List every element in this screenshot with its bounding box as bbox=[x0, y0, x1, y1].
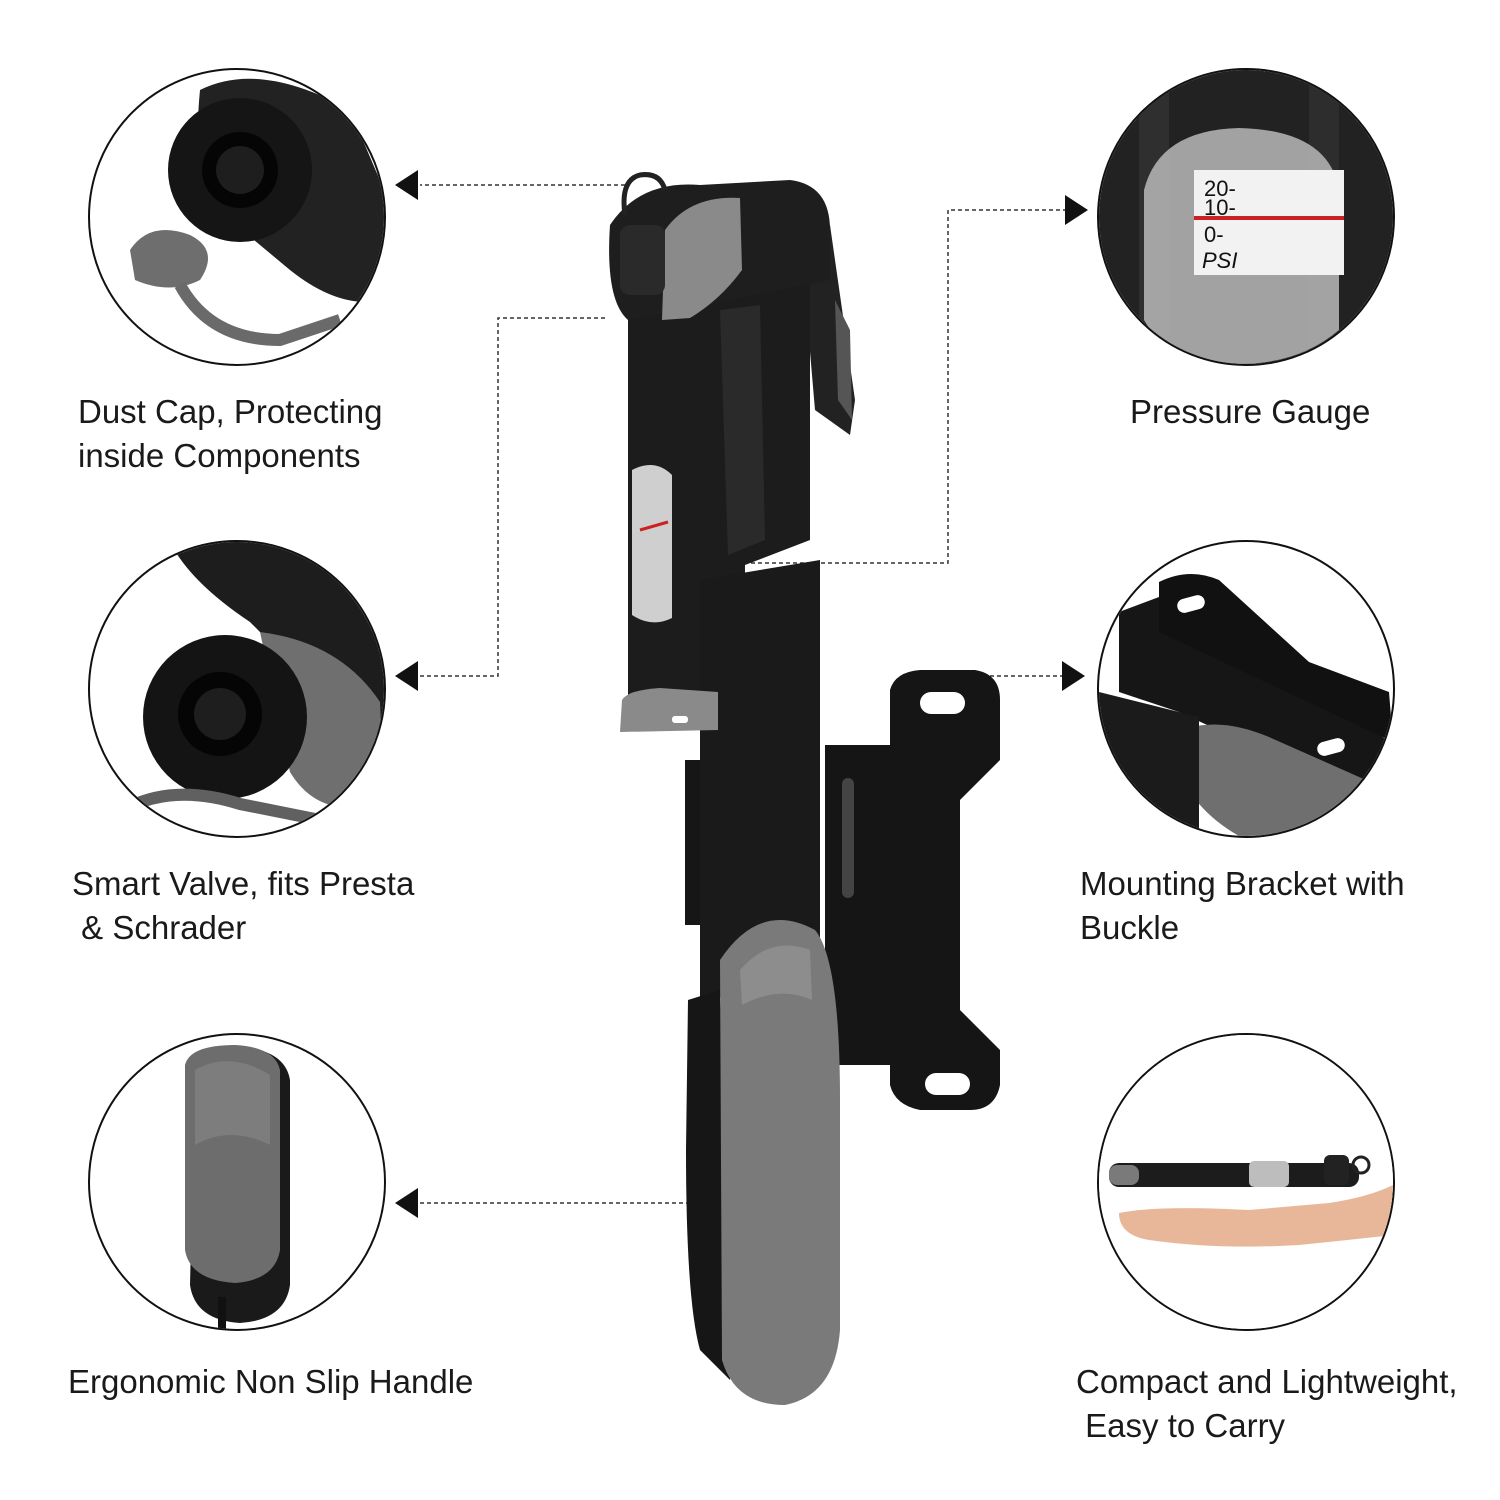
arrowhead-bracket bbox=[1062, 661, 1085, 691]
gauge-scale-10: 10- bbox=[1204, 195, 1236, 220]
gauge-scale-0: 0- bbox=[1204, 222, 1224, 247]
handle-caption: Ergonomic Non Slip Handle bbox=[68, 1360, 473, 1404]
dust-cap-caption: Dust Cap, Protecting inside Components bbox=[78, 390, 382, 478]
gauge-unit: PSI bbox=[1202, 248, 1237, 273]
pump-handle-base bbox=[686, 990, 730, 1380]
dust-cap-caption-line1: Dust Cap, Protecting bbox=[78, 393, 383, 430]
pressure-gauge-detail-circle: 20- 10- 0- PSI bbox=[1097, 68, 1395, 366]
bracket-detail-circle bbox=[1097, 540, 1395, 838]
pump-head-rubber bbox=[662, 197, 742, 320]
pump-end-cap bbox=[620, 688, 718, 732]
bracket-caption-line2: Buckle bbox=[1080, 909, 1180, 946]
smart-valve-detail-circle bbox=[88, 540, 386, 838]
gauge-scale-20: 20- bbox=[1204, 176, 1236, 201]
handle-image bbox=[185, 1045, 290, 1329]
pressure-gauge-caption: Pressure Gauge bbox=[1130, 390, 1370, 434]
pressure-gauge-image: 20- 10- 0- PSI bbox=[1099, 70, 1393, 364]
smart-valve-caption: Smart Valve, fits Presta & Schrader bbox=[72, 862, 414, 950]
pump-handle-grip bbox=[720, 920, 840, 1405]
pump-upper-barrel bbox=[628, 280, 810, 720]
handle-detail-circle bbox=[88, 1033, 386, 1331]
arrowhead-valve bbox=[395, 661, 418, 691]
pressure-gauge-caption-line1: Pressure Gauge bbox=[1130, 393, 1371, 430]
arrowhead-handle bbox=[395, 1188, 418, 1218]
compact-caption: Compact and Lightweight, Easy to Carry bbox=[1076, 1360, 1458, 1448]
bracket-image bbox=[1099, 573, 1393, 836]
smart-valve-caption-line2: & Schrader bbox=[72, 909, 247, 946]
callout-line-valve bbox=[420, 317, 605, 677]
arrowhead-dust-cap bbox=[395, 170, 418, 200]
bracket-caption-line1: Mounting Bracket with bbox=[1080, 865, 1405, 902]
arrowhead-gauge bbox=[1065, 195, 1088, 225]
handle-caption-line1: Ergonomic Non Slip Handle bbox=[68, 1363, 474, 1400]
compact-caption-line1: Compact and Lightweight, bbox=[1076, 1363, 1458, 1400]
compact-caption-line2: Easy to Carry bbox=[1076, 1407, 1286, 1444]
compact-hand-image bbox=[1099, 1035, 1393, 1329]
dust-cap-detail-circle bbox=[88, 68, 386, 366]
compact-detail-circle bbox=[1097, 1033, 1395, 1331]
mounting-bracket bbox=[825, 670, 1000, 1110]
dust-cap-caption-line2: inside Components bbox=[78, 437, 361, 474]
dust-cap-image bbox=[130, 78, 384, 347]
bracket-caption: Mounting Bracket with Buckle bbox=[1080, 862, 1405, 950]
pump-gauge-window bbox=[632, 465, 672, 623]
smart-valve-image bbox=[116, 542, 384, 828]
smart-valve-caption-line1: Smart Valve, fits Presta bbox=[72, 865, 415, 902]
pump-lower-barrel bbox=[700, 560, 820, 1000]
